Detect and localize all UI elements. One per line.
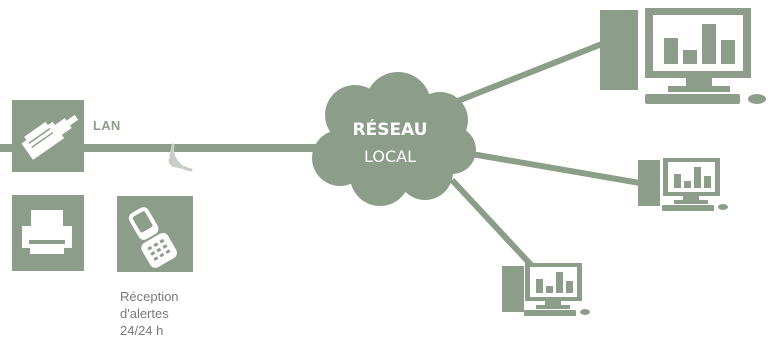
wireless-signal-icon	[168, 143, 193, 172]
network-plug-icon	[12, 100, 84, 172]
mobile-phone-icon	[117, 196, 193, 272]
desktop-computer-icon	[638, 158, 728, 211]
desktop-computer-icon	[502, 263, 590, 316]
desktop-computer-icon	[600, 8, 766, 104]
link-computer-medium	[459, 149, 641, 186]
caption-line-3: 24/24 h	[120, 323, 164, 338]
caption-line-2: d'alertes	[120, 306, 169, 321]
link-computer-large	[438, 37, 614, 111]
printer-icon	[12, 195, 84, 271]
caption-line-1: Réception	[120, 289, 179, 304]
link-computer-small	[449, 177, 537, 271]
mobile-alert-caption: Réception d'alertes 24/24 h	[120, 288, 179, 339]
cloud-title: RÉSEAU	[352, 120, 428, 140]
local-network-cloud	[312, 72, 476, 206]
cloud-subtitle: LOCAL	[364, 147, 416, 166]
lan-label: LAN	[93, 118, 121, 133]
